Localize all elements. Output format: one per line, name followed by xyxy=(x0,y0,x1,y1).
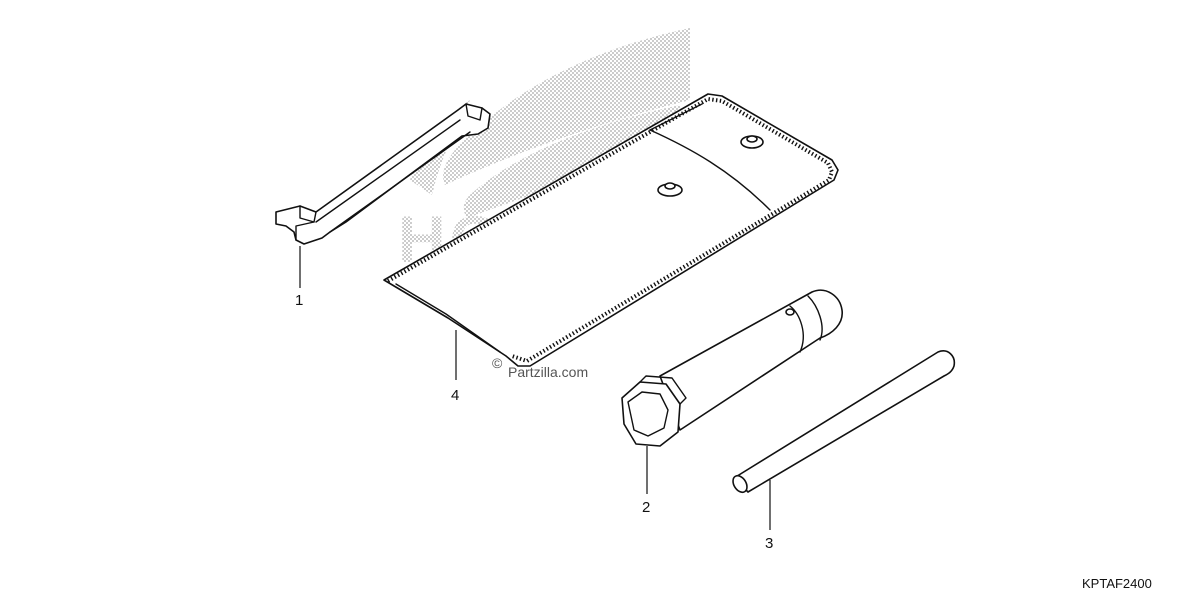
part-number-3: 3 xyxy=(765,535,773,552)
part-number-2: 2 xyxy=(642,499,650,516)
handle-bar-part[interactable] xyxy=(730,350,956,495)
watermark-site: Partzilla.com xyxy=(508,364,588,380)
partzilla-watermark: © Partzilla.com xyxy=(492,355,588,380)
tool-case-part[interactable] xyxy=(383,93,839,367)
part-number-4: 4 xyxy=(451,387,459,404)
spanner-part[interactable] xyxy=(275,103,491,245)
watermark-copyright: © xyxy=(492,355,503,371)
plug-wrench-part[interactable] xyxy=(621,289,843,447)
diagram-code: KPTAF2400 xyxy=(1082,576,1152,591)
part-number-1: 1 xyxy=(295,292,303,309)
